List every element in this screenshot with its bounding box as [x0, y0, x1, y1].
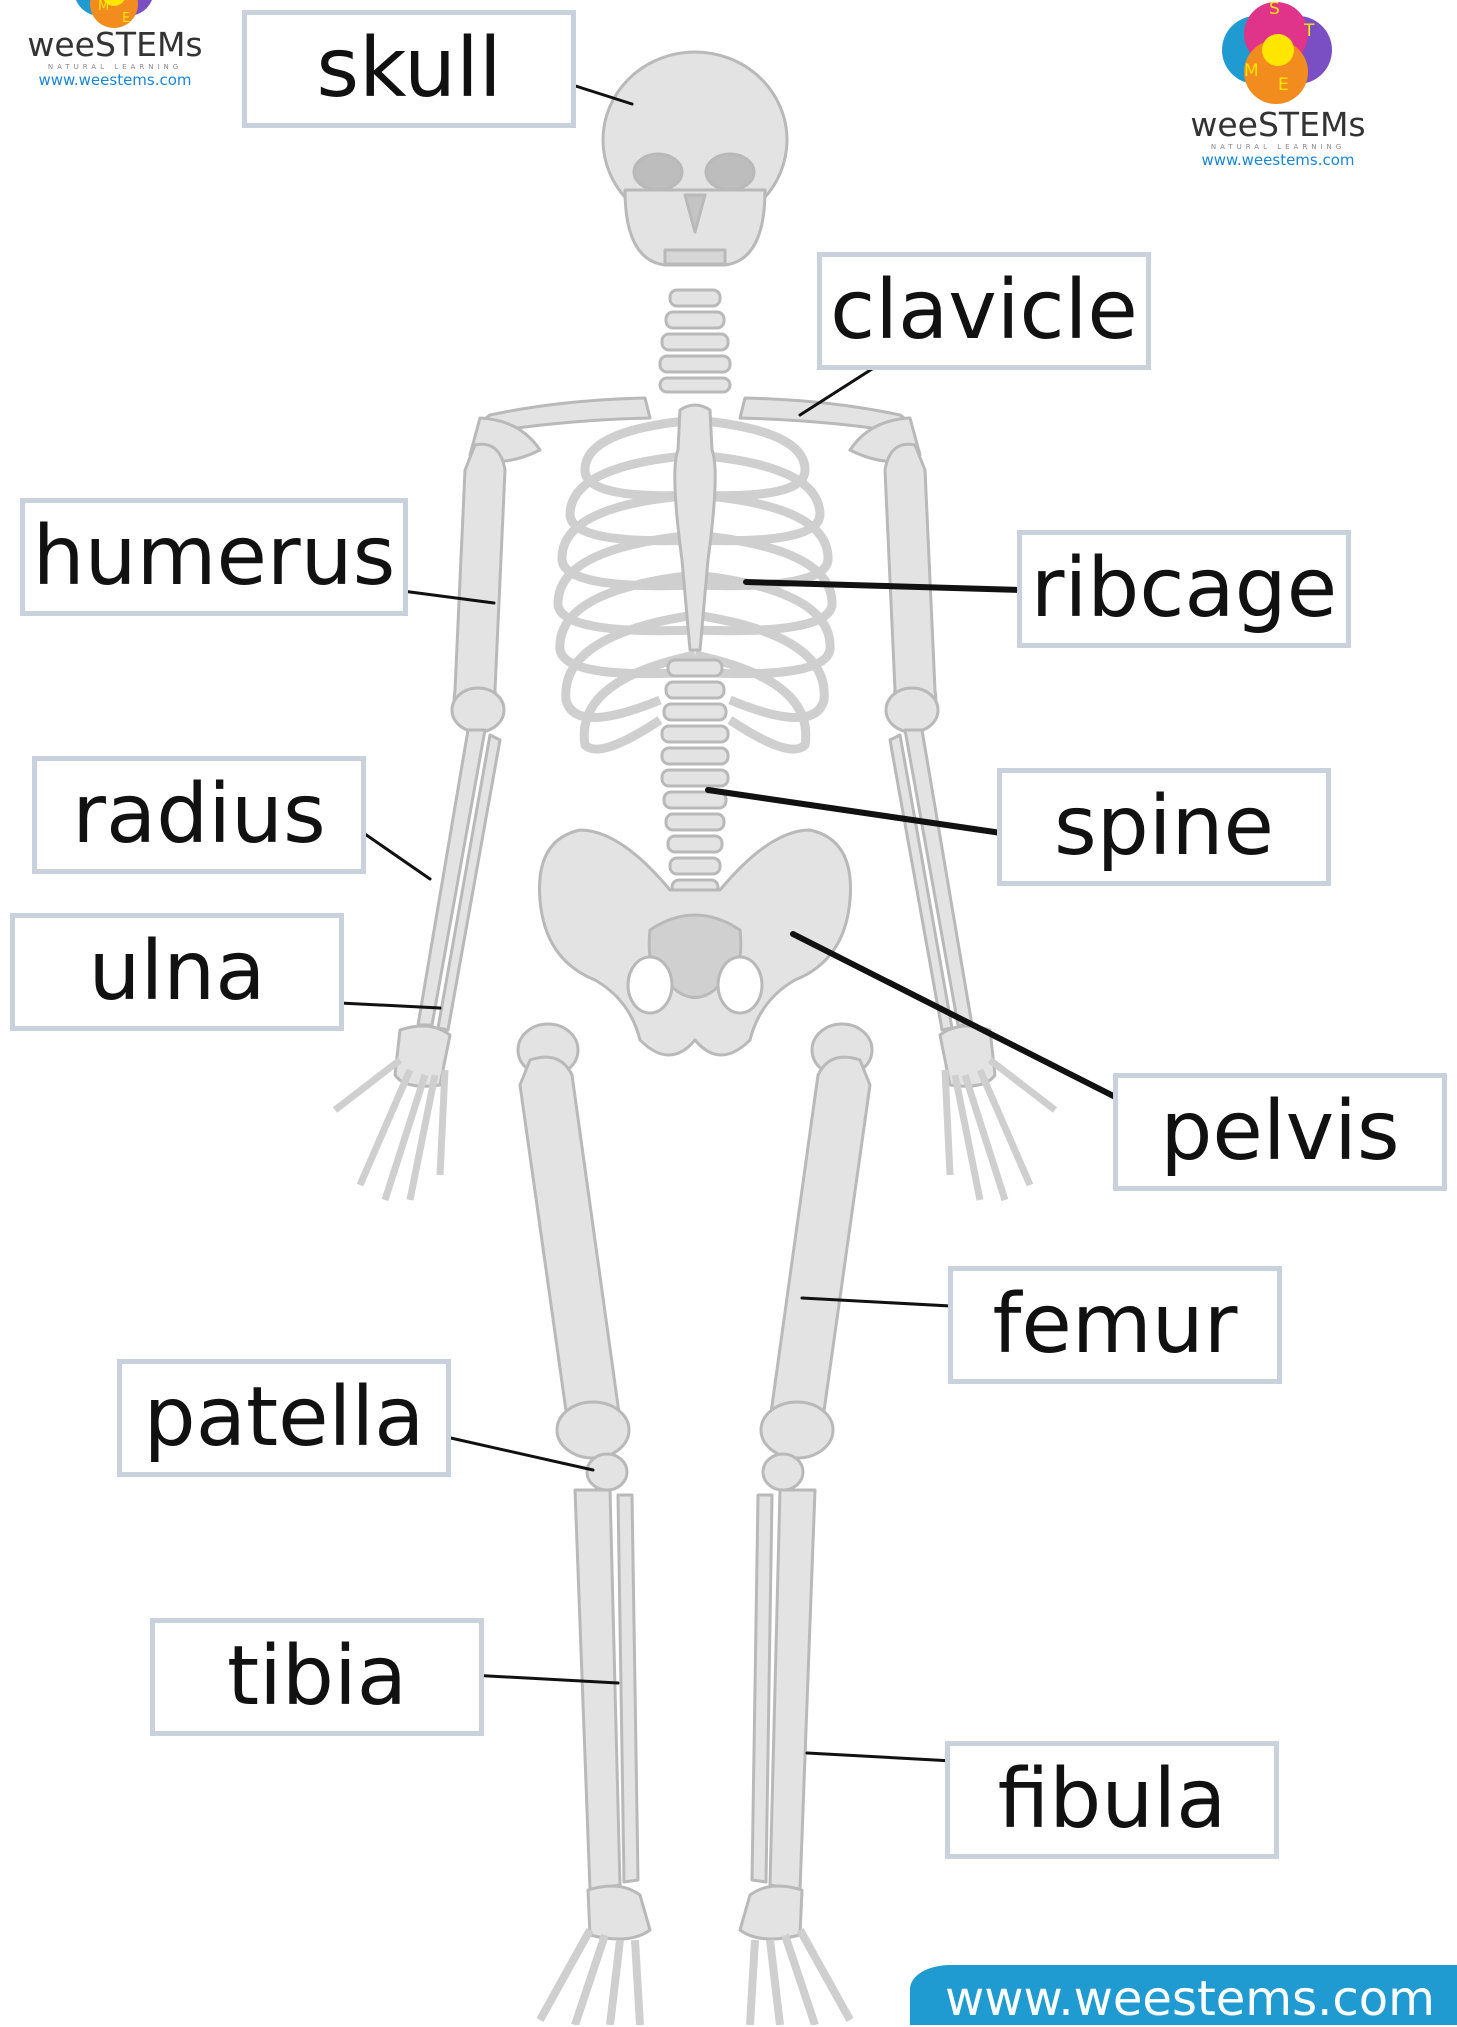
leader-line-spine [708, 790, 1015, 835]
label-clavicle: clavicle [817, 252, 1151, 370]
label-spine: spine [997, 768, 1331, 886]
label-tibia: tibia [150, 1618, 484, 1736]
label-humerus: humerus [20, 498, 408, 616]
label-ulna-text: ulna [89, 931, 266, 1013]
label-fibula: fibula [945, 1741, 1279, 1859]
logo-tagline: NATURAL LEARNING [1173, 144, 1383, 151]
label-patella-text: patella [144, 1377, 425, 1459]
left-leg-bones [518, 1024, 650, 2025]
svg-text:M: M [1244, 61, 1259, 81]
label-spine-text: spine [1054, 786, 1274, 868]
label-ribcage: ribcage [1017, 530, 1351, 648]
svg-text:T: T [1303, 21, 1315, 41]
label-ribcage-text: ribcage [1031, 548, 1337, 630]
footer-url[interactable]: www.weestems.com [945, 1971, 1435, 2027]
label-femur: femur [948, 1266, 1282, 1384]
label-femur-text: femur [993, 1284, 1238, 1366]
label-radius: radius [32, 756, 366, 874]
right-leg-bones [740, 1024, 872, 2025]
logo-top-right: S T M E weeSTEMs NATURAL LEARNING www.we… [1173, 0, 1383, 168]
svg-text:E: E [122, 11, 130, 26]
label-clavicle-text: clavicle [830, 270, 1138, 352]
logo-name: weeSTEMs [1173, 108, 1383, 141]
logo-top-left: M E weeSTEMs NATURAL LEARNING www.weeste… [10, 0, 220, 88]
logo-mark-icon: M E [70, 0, 160, 28]
label-tibia-text: tibia [227, 1636, 407, 1718]
label-patella: patella [117, 1359, 451, 1477]
skull-bone [603, 52, 787, 265]
logo-url: www.weestems.com [10, 73, 220, 88]
label-pelvis: pelvis [1113, 1073, 1447, 1191]
label-ulna: ulna [10, 913, 344, 1031]
logo-tagline: NATURAL LEARNING [10, 64, 220, 71]
logo-name: weeSTEMs [10, 28, 220, 61]
svg-text:S: S [1269, 0, 1280, 19]
logo-mark-icon: S T M E [1218, 0, 1338, 108]
svg-text:E: E [1278, 75, 1289, 95]
label-skull-text: skull [316, 28, 501, 110]
logo-url: www.weestems.com [1173, 153, 1383, 168]
footer-banner: www.weestems.com [910, 1965, 1457, 2025]
svg-text:M: M [98, 0, 109, 14]
label-fibula-text: fibula [998, 1759, 1227, 1841]
label-humerus-text: humerus [33, 516, 396, 598]
leader-line-ribcage [746, 582, 1022, 590]
label-radius-text: radius [72, 774, 326, 856]
spine-bone [662, 660, 728, 894]
label-skull: skull [242, 10, 576, 128]
neck-vertebrae [660, 290, 730, 392]
label-pelvis-text: pelvis [1160, 1091, 1399, 1173]
